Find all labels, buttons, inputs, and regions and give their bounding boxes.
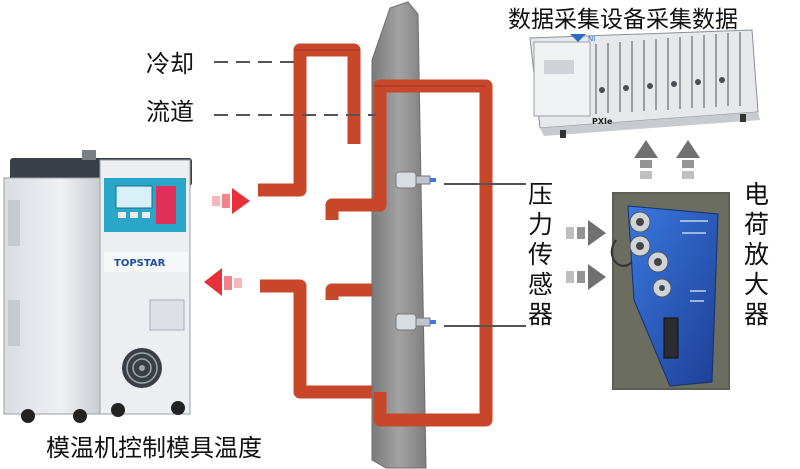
charge-amplifier-char: 器	[744, 300, 770, 329]
pressure-sensor-char: 感	[528, 270, 554, 299]
cooling-channel-back	[258, 43, 372, 399]
charge-amplifier-char: 荷	[744, 210, 770, 239]
daq-title: 数据采集设备采集数据	[508, 7, 738, 33]
charge-amplifier-label: 电 荷 放 大 器	[744, 180, 769, 330]
pressure-sensor-char: 传	[528, 240, 554, 269]
data-acquisition-device: PXIe NI	[529, 29, 760, 138]
pressure-sensor-char: 器	[528, 300, 554, 329]
flow-arrow-in-icon	[212, 188, 250, 214]
mold-temperature-machine: TOPSTAR	[3, 150, 192, 423]
pressure-sensor-label: 压 力 传 感 器	[528, 180, 553, 330]
pressure-sensor-probe-top	[395, 171, 436, 189]
data-arrow-up-left-icon	[634, 140, 658, 179]
charge-amplifier-char: 放	[744, 240, 770, 269]
charge-amplifier-char: 大	[744, 270, 770, 299]
caster-wheels	[21, 401, 185, 423]
ni-logo-icon	[570, 34, 586, 42]
charge-amplifier-char: 电	[744, 180, 770, 209]
pressure-sensor-char: 力	[528, 210, 554, 239]
svg-text:NI: NI	[588, 35, 595, 43]
signal-arrow-right-top-icon	[566, 220, 606, 246]
data-arrow-up-right-icon	[676, 140, 700, 179]
cooling-label-line2: 流道	[146, 98, 194, 126]
fan-grille-icon	[122, 348, 162, 388]
signal-arrow-right-bottom-icon	[566, 264, 606, 290]
cooling-channel-front	[370, 79, 493, 427]
svg-text:PXIe: PXIe	[592, 117, 613, 126]
pressure-sensor-char: 压	[528, 180, 554, 209]
bottom-caption: 模温机控制模具温度	[46, 434, 262, 462]
brand-logo: TOPSTAR	[114, 258, 166, 269]
cooling-label-line1: 冷却	[146, 50, 194, 78]
flow-arrow-out-icon	[204, 268, 242, 296]
display-screen	[115, 185, 153, 209]
charge-amplifier-device	[610, 192, 730, 390]
pressure-sensor-probe-bottom	[395, 313, 436, 331]
